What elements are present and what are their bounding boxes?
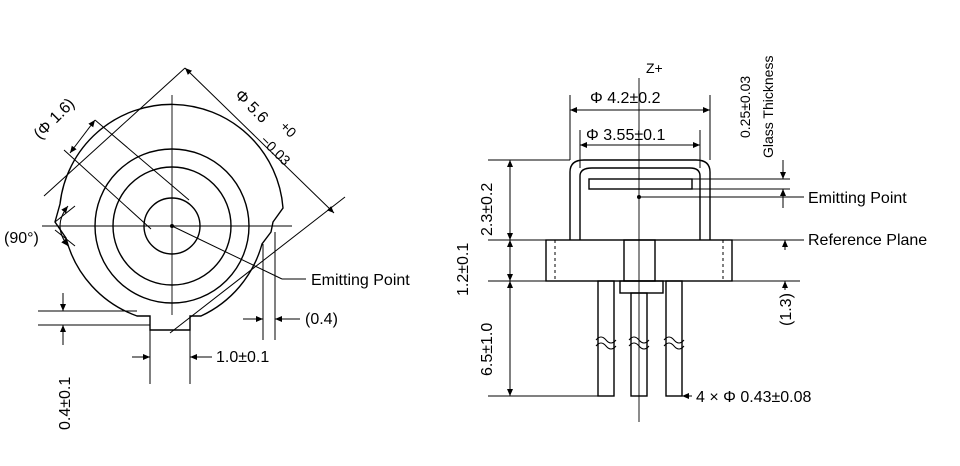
break-mark [628, 336, 650, 344]
side-emitting-point-label: Emitting Point [808, 190, 907, 207]
glass-window [588, 178, 693, 190]
flange-offset-label: 0.4±0.1 [57, 377, 74, 430]
cap-outer-diameter-label: Φ 4.2±0.2 [590, 90, 661, 107]
break-mark [628, 342, 650, 350]
extension-line [43, 67, 186, 197]
stem-base [619, 280, 664, 294]
flange-height-label: 1.2±0.1 [455, 243, 472, 296]
break-mark [663, 336, 685, 344]
emitting-point-leader [171, 225, 283, 280]
cap-height-label: 2.3±0.2 [479, 183, 496, 236]
outer-diameter-dim-line [184, 67, 335, 214]
window-diameter-label: (Φ 1.6) [31, 95, 78, 142]
notch-depth-label: (0.4) [305, 311, 338, 328]
reference-plane-label: Reference Plane [808, 232, 927, 249]
glass-thickness-label: Glass Thickness [760, 56, 776, 158]
extension-line [54, 229, 76, 247]
cap-outline [569, 159, 711, 240]
cap-inner-diameter-label: Φ 3.55±0.1 [586, 127, 665, 144]
axis-label: Z+ [646, 60, 663, 76]
submount-block [623, 239, 656, 282]
outer-diameter-label: Φ 5.6 [231, 87, 271, 127]
window-diameter-dim-line [69, 119, 96, 154]
key-angle-label: (90°) [4, 230, 39, 247]
extension-line [63, 149, 152, 230]
lead [597, 280, 615, 397]
break-mark [663, 342, 685, 350]
extension-line [54, 205, 76, 223]
lead [665, 280, 683, 397]
leads [595, 280, 685, 397]
extension-line [94, 119, 190, 201]
notch-width-label: 1.0±0.1 [216, 349, 269, 366]
extension-line [169, 196, 346, 334]
front-emitting-point-label: Emitting Point [311, 272, 410, 289]
lead-length-label: 6.5±1.0 [479, 323, 496, 376]
front-view: Φ 5.6 +0 −0.03 (Φ 1.6) (90°) Emitting Po… [4, 67, 410, 430]
glass-thickness-value: 0.25±0.03 [737, 76, 753, 138]
break-mark [595, 336, 617, 344]
lead-spec-label: 4 × Φ 0.43±0.08 [696, 389, 812, 406]
stem-height-label: (1.3) [778, 293, 795, 326]
side-view: Z+ Φ 4.2±0.2 Φ 3.55±0.1 0.25±0.03 Glass … [455, 56, 927, 422]
key-angle-arc [59, 205, 69, 247]
break-mark [595, 342, 617, 350]
cap-inner-outline [579, 167, 701, 240]
outer-diameter-tolerance-upper: +0 [277, 118, 300, 141]
